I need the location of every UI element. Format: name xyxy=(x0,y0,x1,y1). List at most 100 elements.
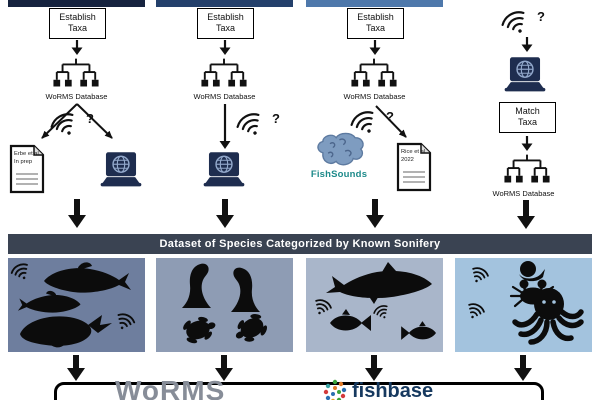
sound-waves-icon xyxy=(373,305,388,319)
match-taxa-box: Match Taxa xyxy=(499,102,556,133)
document-icon xyxy=(9,144,45,194)
question-mark: ? xyxy=(537,9,545,24)
document-citation: Rice et al 2022 xyxy=(401,148,429,164)
sound-waves-icon xyxy=(350,111,374,133)
diagonal-arrow xyxy=(375,105,407,138)
fishsounds-logo: FishSounds xyxy=(308,132,370,180)
whale-silhouette xyxy=(20,315,112,348)
citation-line1: Rice et al xyxy=(401,149,426,155)
establish-taxa-line1: Establish xyxy=(59,12,96,22)
sound-question-group: ? xyxy=(236,110,280,138)
fishsounds-label: FishSounds xyxy=(310,169,368,180)
panel-invertebrates xyxy=(455,258,592,352)
arrow-down-icon xyxy=(219,104,231,149)
sound-question-group: ? xyxy=(350,108,394,136)
sound-waves-icon xyxy=(501,11,525,33)
establish-taxa-line2: Taxa xyxy=(215,23,235,34)
match-taxa-line2: Taxa xyxy=(517,117,537,128)
worms-database-label: WoRMS Database xyxy=(193,92,256,101)
pinniped-turtle-silhouettes xyxy=(182,263,268,344)
flow-arrow-down xyxy=(514,355,532,381)
taxonomy-tree-icon xyxy=(504,154,550,183)
sound-waves-icon xyxy=(315,299,332,315)
arrow-down-icon xyxy=(369,40,381,55)
panel-pinnipeds-turtles xyxy=(156,258,293,352)
arrow-down-icon xyxy=(521,37,533,52)
flow-arrow-down xyxy=(517,200,535,229)
reference-document: Rice et al 2022 xyxy=(396,142,432,192)
sound-waves-icon xyxy=(472,267,489,283)
arrow-down-icon xyxy=(521,136,533,151)
fish-silhouette xyxy=(401,321,436,340)
dolphin-silhouette xyxy=(17,290,81,313)
establish-taxa-line2: Taxa xyxy=(365,23,385,34)
snail-silhouette xyxy=(519,261,545,282)
dataset-banner-text: Dataset of Species Categorized by Known … xyxy=(159,238,441,250)
turtle-silhouette xyxy=(183,316,216,344)
worms-database-label: WoRMS Database xyxy=(343,92,406,101)
establish-taxa-box: Establish Taxa xyxy=(347,8,404,39)
question-mark: ? xyxy=(386,109,394,124)
citation-line2: 2022 xyxy=(401,157,414,164)
computer-globe-icon xyxy=(100,152,142,187)
sound-question-group: ? xyxy=(501,8,545,36)
flow-arrow-down xyxy=(67,355,85,381)
column-pinnipeds-turtles: Establish Taxa WoRMS Database xyxy=(156,0,293,232)
arrow-down-icon xyxy=(71,40,83,55)
sea-lion-silhouette xyxy=(231,267,260,312)
flow-arrow-down xyxy=(365,355,383,381)
panel-marine-mammals xyxy=(8,258,145,352)
sound-waves-icon xyxy=(468,303,485,319)
dolphin-silhouette xyxy=(44,262,131,293)
establish-taxa-line1: Establish xyxy=(357,12,394,22)
flow-arrow-down xyxy=(68,199,86,228)
sound-question-group: ? xyxy=(50,110,94,138)
shark-silhouette xyxy=(326,262,432,304)
establish-taxa-box: Establish Taxa xyxy=(49,8,106,39)
establish-taxa-line2: Taxa xyxy=(67,23,87,34)
computer-globe-icon xyxy=(504,57,546,92)
taxonomy-tree-icon xyxy=(201,58,247,87)
panel-fishes xyxy=(306,258,443,352)
establish-taxa-box: Establish Taxa xyxy=(197,8,254,39)
establish-taxa-line1: Establish xyxy=(207,12,244,22)
document-citation: Erbe et al. In prep xyxy=(14,150,42,166)
database-logos-box xyxy=(54,382,544,400)
dataset-banner: Dataset of Species Categorized by Known … xyxy=(8,234,592,254)
sound-waves-icon xyxy=(117,313,136,330)
computer-globe-icon xyxy=(203,152,245,187)
column-header-bar xyxy=(8,0,145,7)
sound-waves-icon xyxy=(236,113,260,135)
sea-lion-silhouette xyxy=(182,263,211,308)
fishbase-globe-icon xyxy=(323,379,347,400)
column-fishes: Establish Taxa WoRMS Database xyxy=(306,0,443,232)
worms-logo: WoRMS xyxy=(115,375,226,400)
sound-waves-icon xyxy=(10,263,28,280)
column-marine-mammals: Establish Taxa WoRMS Database xyxy=(8,0,145,232)
octopus-silhouette xyxy=(512,288,584,345)
citation-line2: In prep xyxy=(14,159,33,166)
citation-line1: Erbe et al. xyxy=(14,151,41,157)
flow-arrow-down xyxy=(366,199,384,228)
taxonomy-tree-icon xyxy=(351,58,397,87)
marine-mammal-silhouettes xyxy=(10,262,136,348)
turtle-silhouette xyxy=(235,314,268,342)
split-arrows xyxy=(41,103,113,139)
column-header-bar xyxy=(306,0,443,7)
worms-database-label: WoRMS Database xyxy=(45,92,108,101)
flow-arrow-down xyxy=(215,355,233,381)
reference-document: Erbe et al. In prep xyxy=(9,144,45,194)
question-mark: ? xyxy=(86,111,94,126)
column-header-bar xyxy=(156,0,293,7)
brain-icon xyxy=(317,132,364,166)
match-taxa-line1: Match xyxy=(515,106,540,116)
arrow-down-icon xyxy=(219,40,231,55)
fish-silhouettes xyxy=(315,262,436,340)
sound-waves-icon xyxy=(50,113,74,135)
fish-silhouette xyxy=(330,309,371,331)
column-invertebrates: ? Match Taxa xyxy=(455,0,592,232)
worms-database-label: WoRMS Database xyxy=(492,189,555,198)
fishbase-logo: fishbase xyxy=(352,380,434,400)
taxonomy-tree-icon xyxy=(53,58,99,87)
